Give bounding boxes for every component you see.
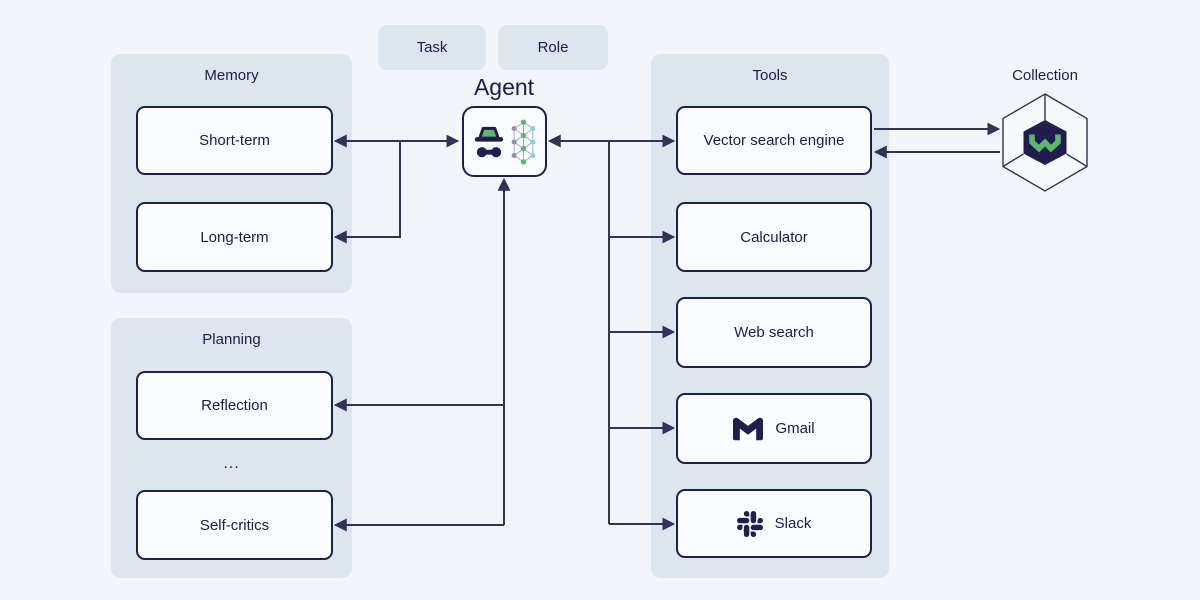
role-chip: Role: [498, 25, 608, 70]
short-term-memory-label: Short-term: [199, 132, 270, 149]
long-term-memory-label: Long-term: [200, 228, 269, 246]
planning-ellipsis: ...: [223, 455, 240, 472]
vector-search-engine-label: Vector search engine: [703, 132, 845, 149]
neural-network-icon: [511, 119, 535, 164]
slack-icon: [736, 510, 763, 537]
reflection-label: Reflection: [201, 397, 268, 414]
task-chip: Task: [378, 25, 486, 70]
role-chip-label: Role: [537, 39, 569, 56]
gmail-label: Gmail: [775, 420, 815, 437]
calculator-label: Calculator: [740, 228, 808, 246]
slack-node: Slack: [676, 489, 872, 558]
agent-node: [462, 106, 547, 177]
gmail-node: Gmail: [676, 393, 872, 464]
memory-panel-title: Memory: [204, 67, 259, 84]
vector-search-engine-node: Vector search engine: [676, 106, 872, 175]
web-search-node: Web search: [676, 297, 872, 368]
web-search-label: Web search: [734, 324, 814, 341]
long-term-memory-node: Long-term: [136, 202, 333, 272]
agent-title: Agent: [473, 74, 535, 100]
incognito-agent-icon: [474, 126, 503, 158]
task-chip-label: Task: [416, 39, 448, 56]
tools-panel-title: Tools: [752, 67, 788, 84]
short-term-memory-node: Short-term: [136, 106, 333, 175]
reflection-node: Reflection: [136, 371, 333, 440]
calculator-node: Calculator: [676, 202, 872, 272]
collection-title: Collection: [1012, 67, 1078, 84]
slack-label: Slack: [774, 515, 812, 532]
weaviate-hexagon-logo: [1002, 93, 1088, 192]
gmail-icon: [733, 417, 764, 440]
planning-panel-title: Planning: [202, 331, 261, 348]
self-critics-node: Self-critics: [136, 490, 333, 560]
self-critics-label: Self-critics: [199, 516, 270, 534]
